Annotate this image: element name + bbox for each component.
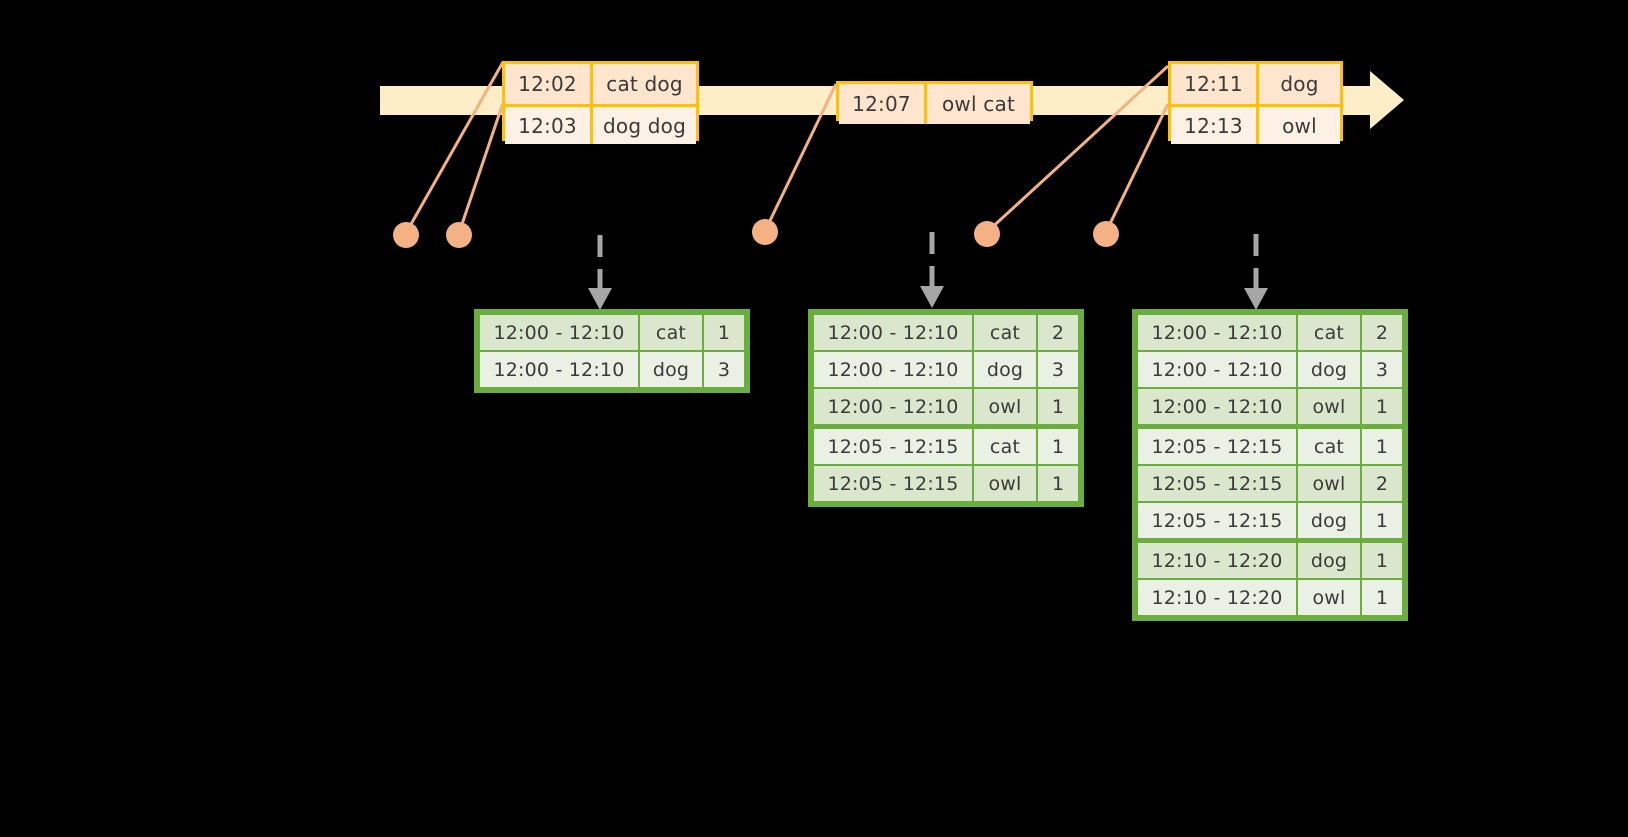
connector-dot-4 bbox=[974, 221, 1000, 247]
table-row[interactable]: 12:05 - 12:15 owl 1 bbox=[813, 465, 1079, 502]
connector-dot-5 bbox=[1093, 221, 1119, 247]
connector-dot-3 bbox=[752, 219, 778, 245]
event-payload: dog bbox=[1259, 64, 1340, 104]
table-row[interactable]: 12:00 - 12:10 cat 2 bbox=[813, 314, 1079, 351]
cell-key: cat bbox=[974, 315, 1036, 350]
event-payload: dog dog bbox=[593, 107, 696, 144]
cell-window: 12:00 - 12:10 bbox=[814, 352, 972, 387]
connector-line-5 bbox=[1104, 103, 1170, 233]
cell-key: owl bbox=[974, 466, 1036, 501]
cell-count: 1 bbox=[1362, 580, 1402, 615]
connector-dot-1 bbox=[393, 222, 419, 248]
cell-count: 1 bbox=[1362, 389, 1402, 424]
cell-window: 12:00 - 12:10 bbox=[814, 389, 972, 424]
cell-window: 12:00 - 12:10 bbox=[1138, 315, 1296, 350]
table-row[interactable]: 12:00 - 12:10 cat 1 bbox=[479, 314, 745, 351]
table-row[interactable]: 12:10 - 12:20 owl 1 bbox=[1137, 579, 1403, 616]
cell-count: 3 bbox=[704, 352, 744, 387]
cell-key: owl bbox=[1298, 389, 1360, 424]
cell-key: dog bbox=[1298, 543, 1360, 578]
cell-count: 1 bbox=[1362, 543, 1402, 578]
cell-key: cat bbox=[1298, 315, 1360, 350]
event-row[interactable]: 12:02 cat dog bbox=[505, 64, 696, 104]
table-row[interactable]: 12:00 - 12:10 cat 2 bbox=[1137, 314, 1403, 351]
cell-key: owl bbox=[974, 389, 1036, 424]
event-group-3[interactable]: 12:11 dog 12:13 owl bbox=[1168, 61, 1343, 144]
event-row[interactable]: 12:11 dog bbox=[1171, 64, 1340, 104]
connector-line-2 bbox=[457, 102, 505, 234]
cell-count: 3 bbox=[1038, 352, 1078, 387]
result-table-3[interactable]: 12:00 - 12:10 cat 2 12:00 - 12:10 dog 3 … bbox=[1132, 309, 1408, 621]
result-table-1[interactable]: 12:00 - 12:10 cat 1 12:00 - 12:10 dog 3 bbox=[474, 309, 750, 393]
table-row[interactable]: 12:00 - 12:10 owl 1 bbox=[1137, 388, 1403, 425]
cell-count: 2 bbox=[1038, 315, 1078, 350]
table-row[interactable]: 12:05 - 12:15 dog 1 bbox=[1137, 502, 1403, 539]
cell-count: 1 bbox=[1038, 429, 1078, 464]
cell-count: 2 bbox=[1362, 315, 1402, 350]
table-row[interactable]: 12:00 - 12:10 dog 3 bbox=[813, 351, 1079, 388]
event-row[interactable]: 12:13 owl bbox=[1171, 104, 1340, 144]
cell-key: dog bbox=[974, 352, 1036, 387]
table-row[interactable]: 12:05 - 12:15 cat 1 bbox=[1137, 428, 1403, 465]
cell-window: 12:05 - 12:15 bbox=[1138, 429, 1296, 464]
table-row[interactable]: 12:00 - 12:10 dog 3 bbox=[1137, 351, 1403, 388]
cell-window: 12:05 - 12:15 bbox=[1138, 503, 1296, 538]
table-row[interactable]: 12:10 - 12:20 dog 1 bbox=[1137, 542, 1403, 579]
table-row[interactable]: 12:00 - 12:10 dog 3 bbox=[479, 351, 745, 388]
dashed-arrow-head-2 bbox=[920, 286, 944, 308]
event-payload: owl cat bbox=[927, 84, 1030, 124]
cell-key: owl bbox=[1298, 580, 1360, 615]
cell-window: 12:00 - 12:10 bbox=[814, 315, 972, 350]
event-time: 12:02 bbox=[505, 64, 593, 104]
cell-key: dog bbox=[1298, 352, 1360, 387]
table-row[interactable]: 12:00 - 12:10 owl 1 bbox=[813, 388, 1079, 425]
cell-key: dog bbox=[640, 352, 702, 387]
cell-window: 12:10 - 12:20 bbox=[1138, 580, 1296, 615]
cell-window: 12:00 - 12:10 bbox=[1138, 352, 1296, 387]
cell-window: 12:05 - 12:15 bbox=[814, 429, 972, 464]
cell-window: 12:05 - 12:15 bbox=[1138, 466, 1296, 501]
dashed-arrow-head-1 bbox=[588, 288, 612, 310]
event-time: 12:07 bbox=[839, 84, 927, 124]
cell-window: 12:10 - 12:20 bbox=[1138, 543, 1296, 578]
event-row[interactable]: 12:07 owl cat bbox=[839, 84, 1030, 124]
cell-window: 12:00 - 12:10 bbox=[480, 315, 638, 350]
cell-window: 12:00 - 12:10 bbox=[480, 352, 638, 387]
event-group-1[interactable]: 12:02 cat dog 12:03 dog dog bbox=[502, 61, 699, 144]
cell-count: 1 bbox=[1362, 503, 1402, 538]
cell-count: 1 bbox=[1038, 389, 1078, 424]
cell-window: 12:05 - 12:15 bbox=[814, 466, 972, 501]
table-row[interactable]: 12:05 - 12:15 cat 1 bbox=[813, 428, 1079, 465]
event-time: 12:03 bbox=[505, 107, 593, 144]
cell-count: 3 bbox=[1362, 352, 1402, 387]
cell-key: cat bbox=[1298, 429, 1360, 464]
connector-dot-2 bbox=[446, 222, 472, 248]
event-time: 12:13 bbox=[1171, 107, 1259, 144]
cell-key: cat bbox=[640, 315, 702, 350]
event-payload: cat dog bbox=[593, 64, 696, 104]
timeline-arrowhead bbox=[1370, 71, 1404, 129]
cell-count: 1 bbox=[1362, 429, 1402, 464]
cell-count: 1 bbox=[704, 315, 744, 350]
event-row[interactable]: 12:03 dog dog bbox=[505, 104, 696, 144]
cell-count: 2 bbox=[1362, 466, 1402, 501]
cell-window: 12:00 - 12:10 bbox=[1138, 389, 1296, 424]
event-payload: owl bbox=[1259, 107, 1340, 144]
cell-count: 1 bbox=[1038, 466, 1078, 501]
event-time: 12:11 bbox=[1171, 64, 1259, 104]
result-table-2[interactable]: 12:00 - 12:10 cat 2 12:00 - 12:10 dog 3 … bbox=[808, 309, 1084, 507]
event-group-2[interactable]: 12:07 owl cat bbox=[836, 81, 1033, 124]
table-row[interactable]: 12:05 - 12:15 owl 2 bbox=[1137, 465, 1403, 502]
cell-key: owl bbox=[1298, 466, 1360, 501]
cell-key: dog bbox=[1298, 503, 1360, 538]
cell-key: cat bbox=[974, 429, 1036, 464]
dashed-arrow-head-3 bbox=[1244, 288, 1268, 310]
